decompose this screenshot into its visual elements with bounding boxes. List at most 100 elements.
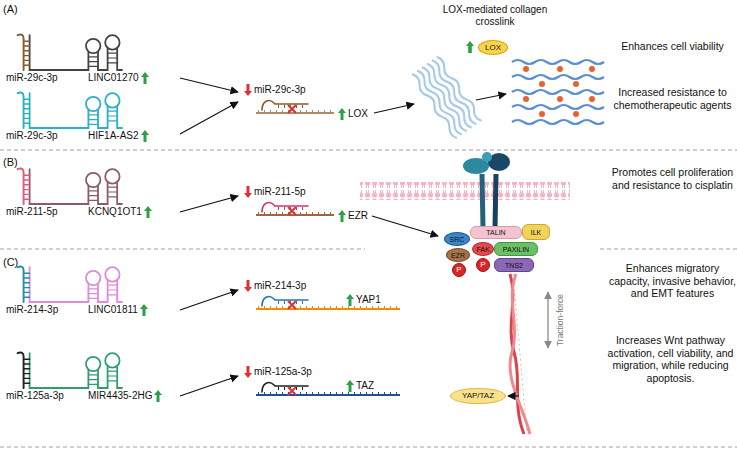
increase-arrow-shape [144, 206, 152, 218]
increase-arrow [346, 380, 354, 392]
label-group: MIR4435-2HG [88, 390, 162, 402]
mirna-name: miR-125a-3p [6, 390, 64, 402]
effect-note: Enhances migratory capacity, invasive be… [608, 262, 737, 300]
decrease-arrow [244, 366, 252, 378]
node-text: EZR [451, 252, 465, 259]
mirna-icon [18, 169, 30, 204]
node-text: PAXILIN [503, 246, 529, 253]
lncrna-icon [30, 35, 122, 70]
increase-arrow [338, 108, 346, 120]
actin-filament [510, 274, 530, 434]
mirna-name: miR-211-5p [254, 186, 306, 198]
label-group: LINC01270 [88, 72, 149, 84]
increase-arrow [141, 130, 149, 142]
phospho-circle: P [476, 258, 490, 272]
crosslink-dot [539, 111, 545, 117]
label-group: miR-125a-3p [244, 366, 312, 378]
label-group: Promotes cell proliferation and resistan… [608, 166, 737, 191]
mirna-name: miR-125a-3p [254, 366, 312, 378]
effect-note: Enhances cell viability [621, 40, 724, 53]
node-text: LOX [485, 44, 501, 52]
protein-box: TNS2 [494, 258, 534, 272]
increase-arrow-shape [338, 108, 346, 120]
lncrna-name: HIF1A-AS2 [88, 130, 139, 142]
collagen-fiber [410, 73, 459, 140]
increase-arrow-shape [140, 304, 148, 316]
label-group: miR-211-5p [6, 206, 58, 218]
increase-arrow [466, 41, 474, 53]
label-group: Enhances migratory capacity, invasive be… [608, 262, 737, 300]
lncrna-name: MIR4435-2HG [88, 390, 152, 402]
collagen-fiber [512, 60, 604, 64]
increase-arrow-shape [141, 72, 149, 84]
flow-arrow [180, 376, 238, 396]
protein-oval: SRC [444, 232, 470, 246]
label-group: HIF1A-AS2 [88, 130, 149, 142]
crosslink-dot [557, 96, 563, 102]
mrna-strand [256, 308, 400, 310]
collagen-fiber [435, 55, 484, 122]
force-label: Traction-force [555, 294, 565, 346]
increase-arrow [144, 206, 152, 218]
lncrna-icon [30, 93, 122, 128]
label-group: Increases Wnt pathway activation, cell v… [604, 334, 737, 384]
cell-membrane [360, 182, 570, 200]
collagen-fiber [512, 90, 604, 94]
increase-arrow [141, 72, 149, 84]
mrna-bases [258, 392, 400, 395]
mirna-icon [18, 93, 30, 128]
lncrna-name: LINC01811 [88, 304, 138, 316]
mirna-name: miR-214-3p [254, 280, 306, 292]
node-text: YAP/TAZ [462, 392, 494, 400]
effect-note: Increased resistance to chemotherapeutic… [608, 86, 737, 111]
integrin-domain [482, 152, 492, 162]
protein-box: PAXILIN [494, 242, 538, 256]
mirna-name: miR-214-3p [6, 304, 58, 316]
protein-oval: YAP/TAZ [450, 388, 506, 404]
panel-divider [0, 447, 737, 448]
crosslink-dot [573, 81, 579, 87]
decrease-arrow [244, 84, 252, 96]
mrna-strand [256, 394, 400, 396]
node-text: ILK [531, 229, 542, 236]
label-group: miR-214-3p [6, 304, 58, 316]
flow-arrow [508, 395, 519, 396]
mirna-icon [18, 353, 30, 388]
crosslink-dot [523, 96, 529, 102]
mirna-icon [18, 35, 30, 70]
collagen-fiber [425, 62, 474, 129]
node-text: P [456, 266, 461, 274]
flow-arrow [476, 94, 506, 100]
protein-box: TALIN [470, 226, 522, 239]
node-text: TALIN [486, 229, 505, 236]
flow-arrow [180, 196, 238, 212]
mirna-name: miR-29c-3p [6, 130, 58, 142]
crosslink-dot [573, 111, 579, 117]
protein-oval: EZR [446, 248, 470, 262]
node-text: FAK [476, 246, 489, 253]
decrease-arrow-shape [244, 366, 252, 378]
block-cross [288, 207, 296, 215]
panel-label: (B) [3, 156, 18, 169]
protein-oval: FAK [472, 242, 494, 256]
lncrna-icon [30, 267, 122, 302]
bound-mirna-icon [262, 101, 308, 110]
lncrna-icon [30, 169, 122, 204]
label-group: miR-211-5p [244, 186, 306, 198]
collagen-fiber [420, 66, 469, 133]
decrease-arrow-shape [244, 186, 252, 198]
bound-mirna-icon [262, 383, 308, 392]
target-gene: YAP1 [356, 294, 381, 306]
label-group: (B) [3, 156, 18, 169]
flow-arrow [180, 78, 238, 92]
crosslink-dot [539, 81, 545, 87]
collagen-fiber [430, 59, 479, 126]
label-group: EZR [338, 210, 368, 222]
block-cross [288, 301, 296, 309]
label-group: miR-214-3p [244, 280, 306, 292]
lncrna-name: LINC01270 [88, 72, 139, 84]
mirna-name: miR-211-5p [6, 206, 58, 218]
protein-box: ILK [522, 224, 550, 240]
decrease-arrow [244, 186, 252, 198]
mrna-bases [258, 306, 400, 309]
